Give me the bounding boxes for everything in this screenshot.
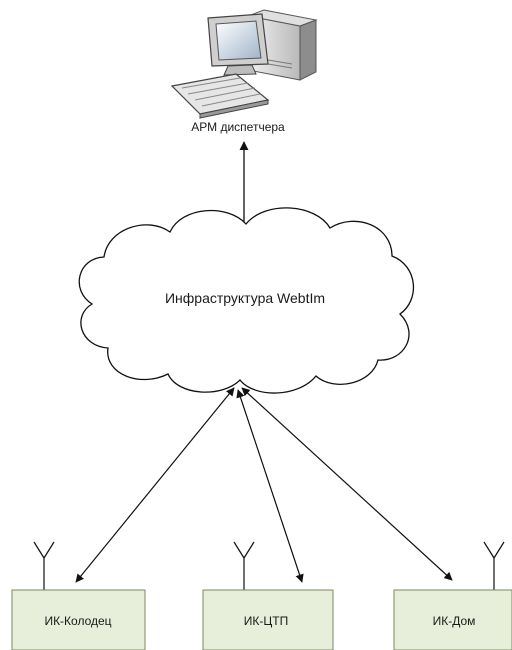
device-label: ИК-ЦТП xyxy=(244,614,288,628)
device-label: ИК-Дом xyxy=(433,614,476,628)
antenna-icon xyxy=(33,541,55,590)
network-label: Инфраструктура WebtIm xyxy=(165,290,325,306)
cloud-device-link-3 xyxy=(241,387,453,581)
device-box xyxy=(393,589,512,650)
computer-workstation-icon xyxy=(170,9,318,119)
workstation-label: АРМ диспетчера xyxy=(191,120,285,134)
device-box xyxy=(202,589,334,650)
device-ik-kolodets: ИК-Колодец xyxy=(11,541,146,650)
cloud-device-link-1 xyxy=(75,387,235,583)
device-ik-dom: ИК-Дом xyxy=(393,541,512,650)
device-label: ИК-Колодец xyxy=(44,614,111,628)
network-cloud xyxy=(78,207,414,394)
antenna-icon xyxy=(483,541,505,590)
device-ik-ctp: ИК-ЦТП xyxy=(202,541,334,650)
antenna-icon xyxy=(233,541,255,590)
device-box xyxy=(11,589,146,650)
